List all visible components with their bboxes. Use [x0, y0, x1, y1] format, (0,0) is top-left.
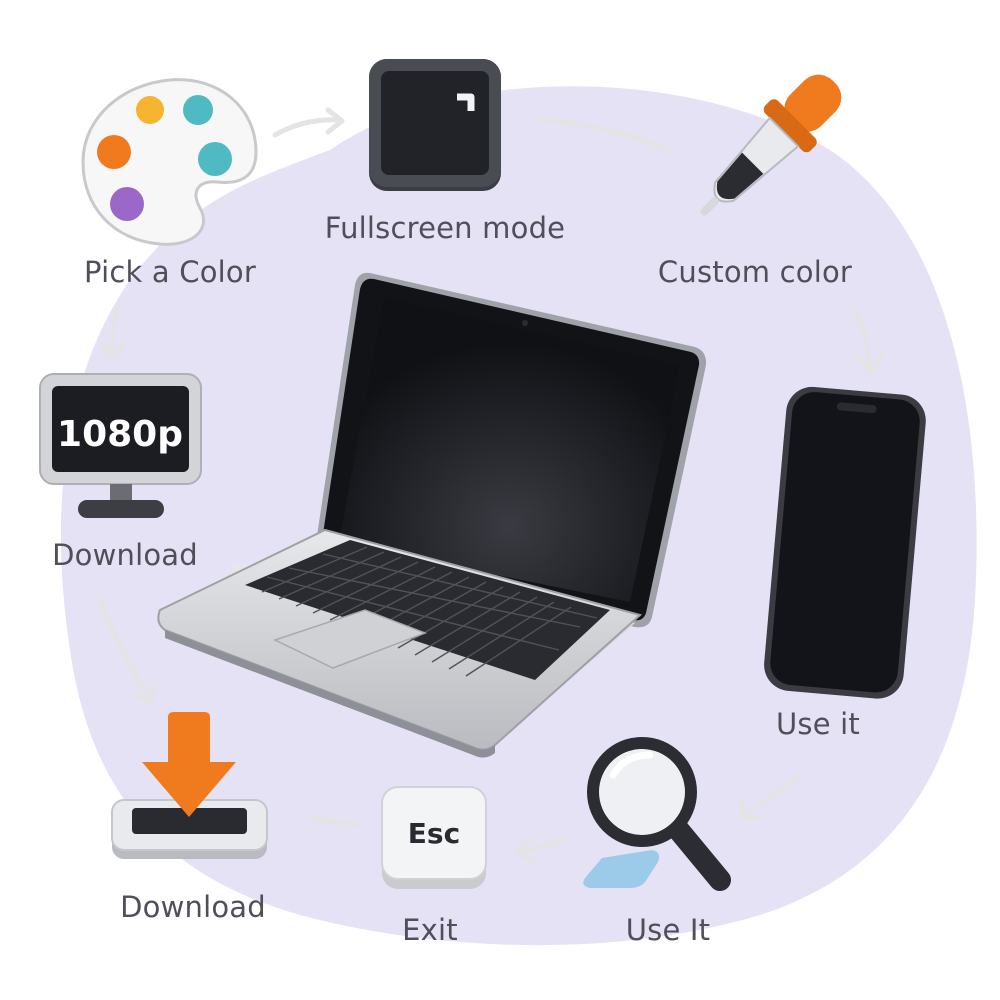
magnifier-icon: [580, 730, 735, 900]
paint-dot-teal-top: [183, 95, 213, 125]
paint-dot-teal-right: [198, 142, 232, 176]
paint-dot-yellow: [136, 96, 164, 124]
step-label-use-it-phone: Use it: [775, 707, 861, 741]
paint-dot-orange: [97, 135, 131, 169]
flow-arrow-4-head: [739, 797, 763, 821]
flow-arrow-6: [307, 815, 361, 828]
flow-arrow-7: [97, 597, 153, 703]
laptop-icon: [155, 265, 715, 758]
flow-arrow-7-head: [133, 683, 158, 707]
eyedropper-icon: [682, 60, 857, 235]
esc-key-icon: Esc: [378, 785, 490, 893]
flow-arrow-1: [272, 117, 343, 138]
step-label-use-it-magnifier: Use It: [625, 913, 711, 947]
flow-arrow-5: [517, 837, 568, 855]
download-tray-icon: [108, 712, 273, 867]
flow-arrow-3-head: [855, 353, 885, 375]
monitor-1080p-icon: 1080p: [38, 372, 203, 524]
esc-key-label: Esc: [408, 817, 460, 850]
flow-arrow-4: [742, 772, 803, 818]
fullscreen-monitor-icon: [365, 55, 505, 195]
step-label-exit: Exit: [402, 913, 458, 947]
flow-arrow-1-head: [325, 107, 345, 135]
resolution-badge-text: 1080p: [57, 414, 183, 455]
flow-arrow-8: [109, 302, 121, 355]
flow-arrow-5-head: [514, 837, 535, 865]
palette-icon: [78, 72, 263, 252]
flow-arrow-8-head: [98, 342, 127, 361]
smartphone-icon: [755, 385, 930, 700]
step-label-download-monitor: Download: [52, 538, 198, 572]
step-label-download-tray: Download: [120, 890, 266, 924]
step-label-custom-color: Custom color: [657, 255, 853, 289]
step-label-fullscreen: Fullscreen mode: [324, 211, 566, 245]
paint-dot-purple: [110, 187, 144, 221]
step-label-pick-color: Pick a Color: [84, 255, 256, 289]
flow-arrow-2: [537, 117, 671, 153]
flow-arrow-3: [852, 307, 873, 371]
